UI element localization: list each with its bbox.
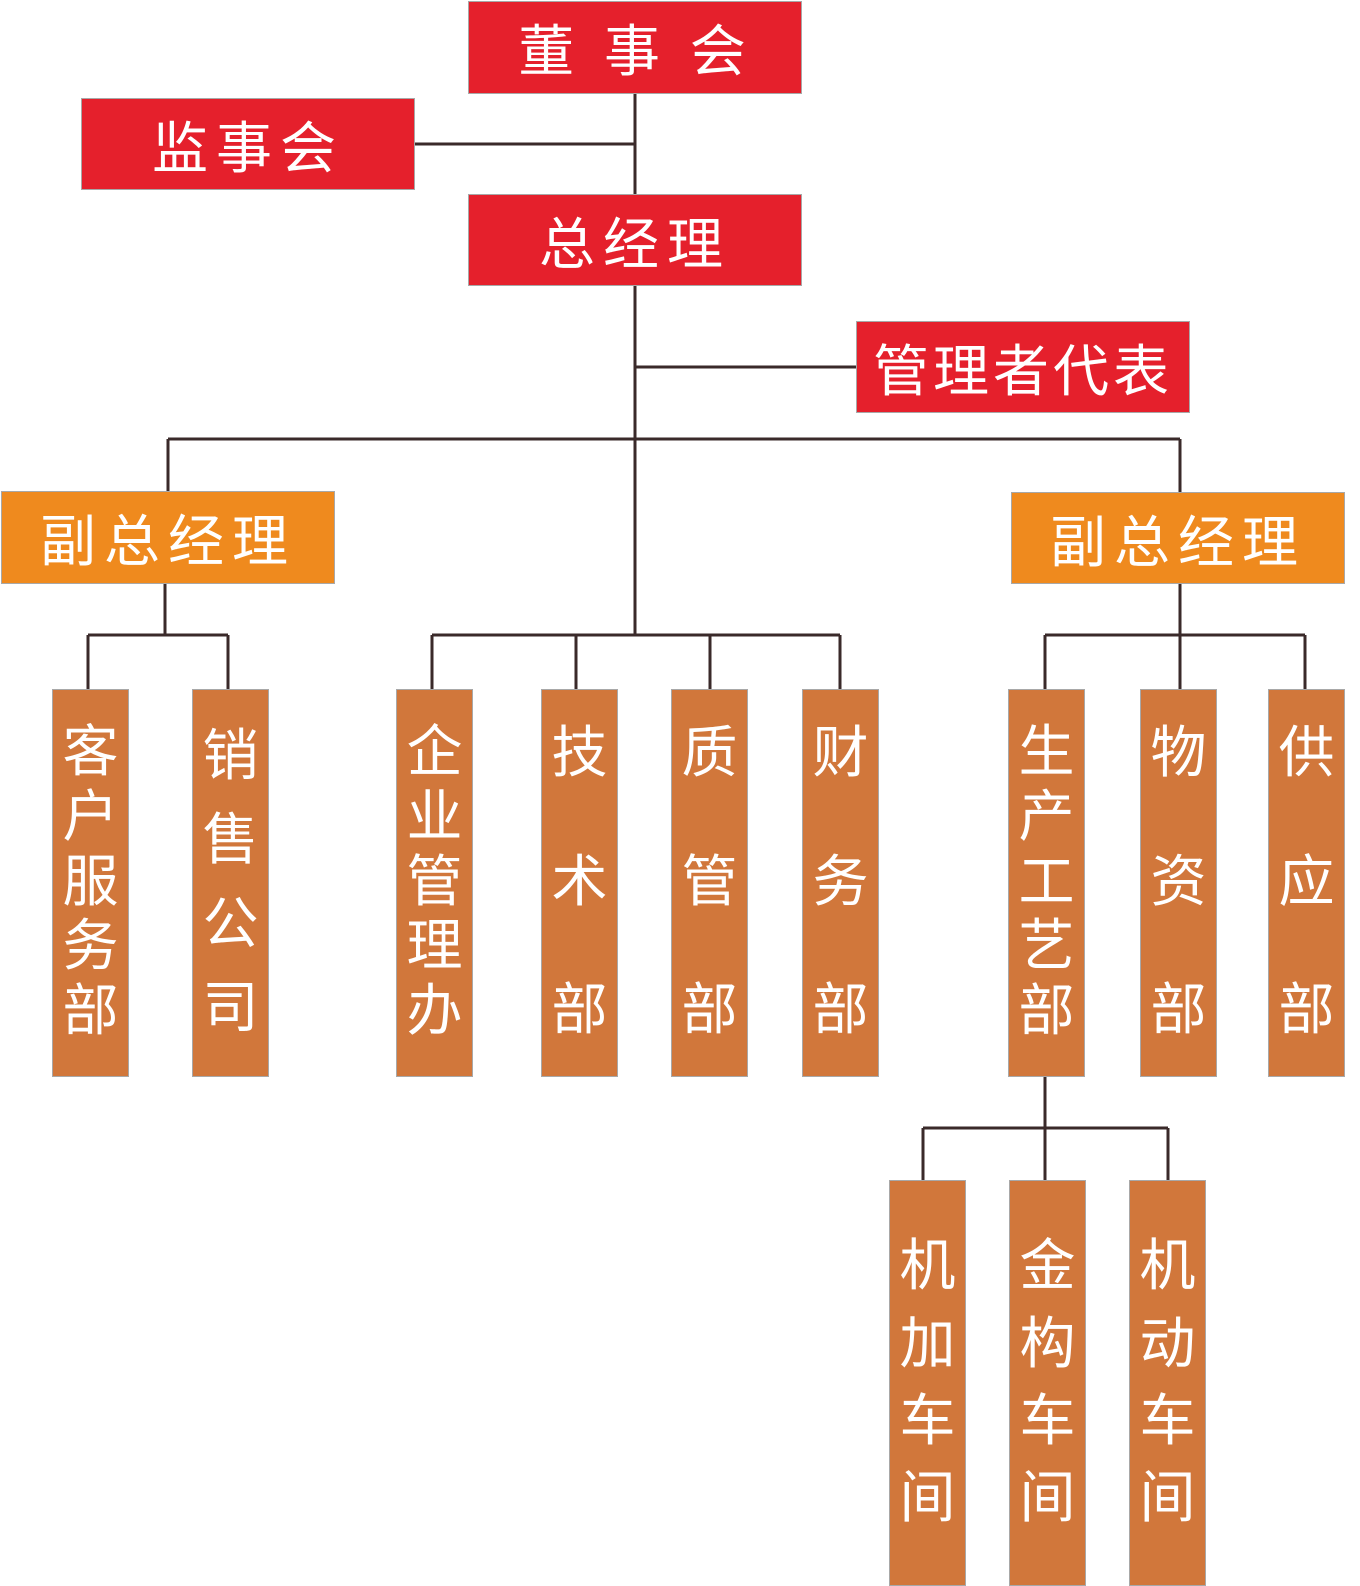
node-dept-enterprise-admin: 企业管理办 bbox=[396, 689, 473, 1077]
label-glyph: 构 bbox=[1019, 1311, 1076, 1377]
label-glyph: 服 bbox=[62, 849, 119, 915]
node-dept-finance: 财务部 bbox=[802, 689, 879, 1077]
label-glyph: 户 bbox=[62, 784, 119, 850]
label-glyph: 间 bbox=[1139, 1466, 1196, 1532]
label-glyph: 部 bbox=[1150, 978, 1207, 1044]
label-glyph: 供 bbox=[1278, 720, 1335, 786]
label-glyph: 理 bbox=[406, 914, 463, 980]
label-glyph: 部 bbox=[62, 979, 119, 1045]
label-glyph: 管 bbox=[681, 849, 738, 915]
node-supervisory-board: 监事会 bbox=[81, 98, 415, 190]
node-dept-production-process: 生产工艺部 bbox=[1008, 689, 1085, 1077]
label-glyph: 企 bbox=[406, 719, 463, 785]
label-glyph: 加 bbox=[899, 1311, 956, 1377]
node-dept-technology: 技术部 bbox=[541, 689, 618, 1077]
label-glyph: 部 bbox=[681, 978, 738, 1044]
label-glyph: 术 bbox=[551, 849, 608, 915]
label-glyph: 机 bbox=[899, 1234, 956, 1300]
label-glyph: 技 bbox=[551, 720, 608, 786]
label-glyph: 车 bbox=[1019, 1389, 1076, 1454]
label-glyph: 司 bbox=[202, 976, 259, 1041]
label-glyph: 财 bbox=[812, 720, 869, 786]
node-dept-quality: 质管部 bbox=[671, 689, 748, 1077]
label-glyph: 业 bbox=[406, 784, 463, 850]
node-dept-supply: 供应部 bbox=[1268, 689, 1345, 1077]
label-glyph: 部 bbox=[551, 978, 608, 1044]
label-glyph: 艺 bbox=[1018, 914, 1075, 980]
label-glyph: 资 bbox=[1150, 849, 1207, 915]
node-board: 董 事 会 bbox=[468, 1, 802, 94]
label-glyph: 间 bbox=[1019, 1466, 1076, 1532]
node-deputy-gm-left: 副总经理 bbox=[1, 491, 335, 584]
node-management-rep: 管理者代表 bbox=[856, 321, 1190, 413]
label-glyph: 物 bbox=[1150, 720, 1207, 786]
node-dept-materials: 物资部 bbox=[1140, 689, 1217, 1077]
label-glyph: 车 bbox=[1139, 1389, 1196, 1454]
label-glyph: 办 bbox=[406, 979, 463, 1045]
label-glyph: 公 bbox=[202, 892, 259, 957]
node-general-manager: 总经理 bbox=[468, 194, 802, 286]
label-glyph: 售 bbox=[202, 808, 259, 873]
label-glyph: 应 bbox=[1278, 849, 1335, 915]
node-workshop-machining: 机加车间 bbox=[889, 1180, 966, 1586]
node-workshop-metal-structure: 金构车间 bbox=[1009, 1180, 1086, 1586]
label-glyph: 动 bbox=[1139, 1311, 1196, 1377]
node-deputy-gm-right: 副总经理 bbox=[1011, 492, 1345, 584]
label-glyph: 间 bbox=[899, 1466, 956, 1532]
label-glyph: 务 bbox=[62, 914, 119, 980]
label-glyph: 工 bbox=[1018, 849, 1075, 915]
label-glyph: 生 bbox=[1018, 719, 1075, 785]
label-glyph: 部 bbox=[812, 978, 869, 1044]
node-workshop-power: 机动车间 bbox=[1129, 1180, 1206, 1586]
node-dept-sales: 销售公司 bbox=[192, 689, 269, 1077]
node-dept-customer-service: 客户服务部 bbox=[52, 689, 129, 1077]
label-glyph: 销 bbox=[202, 724, 259, 789]
label-glyph: 机 bbox=[1139, 1234, 1196, 1300]
label-glyph: 部 bbox=[1278, 978, 1335, 1044]
label-glyph: 客 bbox=[62, 719, 119, 785]
label-glyph: 管 bbox=[406, 849, 463, 915]
label-glyph: 部 bbox=[1018, 979, 1075, 1045]
label-glyph: 金 bbox=[1019, 1234, 1076, 1300]
label-glyph: 车 bbox=[899, 1389, 956, 1454]
label-glyph: 质 bbox=[681, 720, 738, 786]
label-glyph: 务 bbox=[812, 849, 869, 915]
label-glyph: 产 bbox=[1018, 784, 1075, 850]
